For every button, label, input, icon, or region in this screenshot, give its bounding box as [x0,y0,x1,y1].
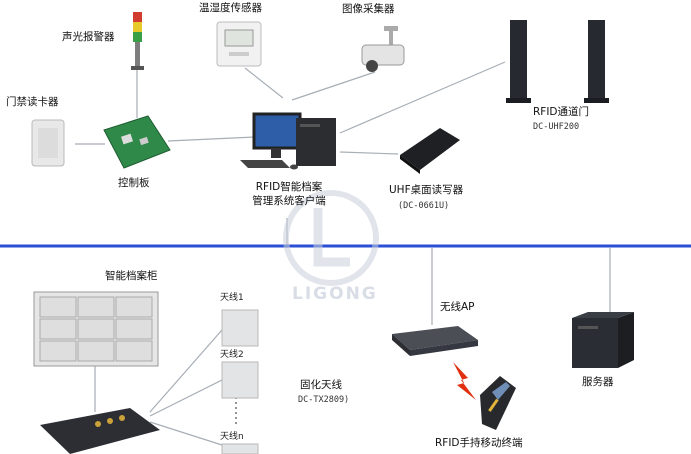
connector-rfid-gate [339,61,506,134]
alarm-light-icon [131,12,144,70]
camera-label: 图像采集器 [342,3,395,15]
rfid-gate-label: RFID通道门 [533,106,590,118]
server-label: 服务器 [582,376,614,388]
wireless-ap-icon [392,326,478,356]
connector-camera [291,71,376,101]
antenna-1-icon [221,309,259,347]
antenna-2-icon [221,361,259,399]
connector-desktop-reader [339,151,399,155]
antenna-2-label: 天线2 [220,350,244,360]
antenna-group-model: DC-TX2809) [298,395,350,405]
alarm-label: 声光报警器 [62,31,115,43]
connector-antenna-n [149,421,223,446]
connector-antenna-1 [149,329,223,413]
camera-icon [361,26,405,72]
control-board-label: 控制板 [118,177,150,189]
connector-lines [75,61,611,446]
cabinet-label: 智能档案柜 [105,270,158,282]
connector-temp-sensor [244,67,284,99]
antenna-n-icon [221,443,259,454]
wireless-bolt-icon [453,362,476,400]
ap-label: 无线AP [440,301,475,313]
antenna-1-label: 天线1 [220,293,244,303]
antenna-group-label: 固化天线 [300,379,342,391]
connector-antenna-2 [149,379,223,417]
fixed-rfid-reader-icon [40,408,160,454]
door-reader-label: 门禁读卡器 [6,96,59,108]
server-icon [572,312,634,368]
desktop-reader-icon [400,128,460,174]
rfid-gate-icon [506,20,609,103]
rfid-gate-model: DC-UHF200 [533,122,580,132]
archive-cabinet-icon [33,291,159,367]
antenna-n-label: 天线n [220,432,244,442]
watermark-text: LIGONG [292,284,378,304]
temp-sensor-label: 温湿度传感器 [199,2,262,14]
client-pc-icon [240,112,336,170]
door-card-reader-icon [31,119,65,167]
watermark-logo [283,190,379,286]
desktop-reader-label: UHF桌面读写器 [389,184,464,196]
connector-control-board [167,136,256,142]
desktop-reader-model: (DC-0661U) [398,201,450,211]
temp-humidity-sensor-icon [216,21,262,67]
handheld-terminal-icon [480,376,516,430]
handheld-label: RFID手持移动终端 [435,437,523,449]
control-board-icon [103,115,171,169]
client-pc-label-line2: 管理系统客户端 [252,195,326,207]
client-pc-label-line1: RFID智能档案 [255,181,323,193]
